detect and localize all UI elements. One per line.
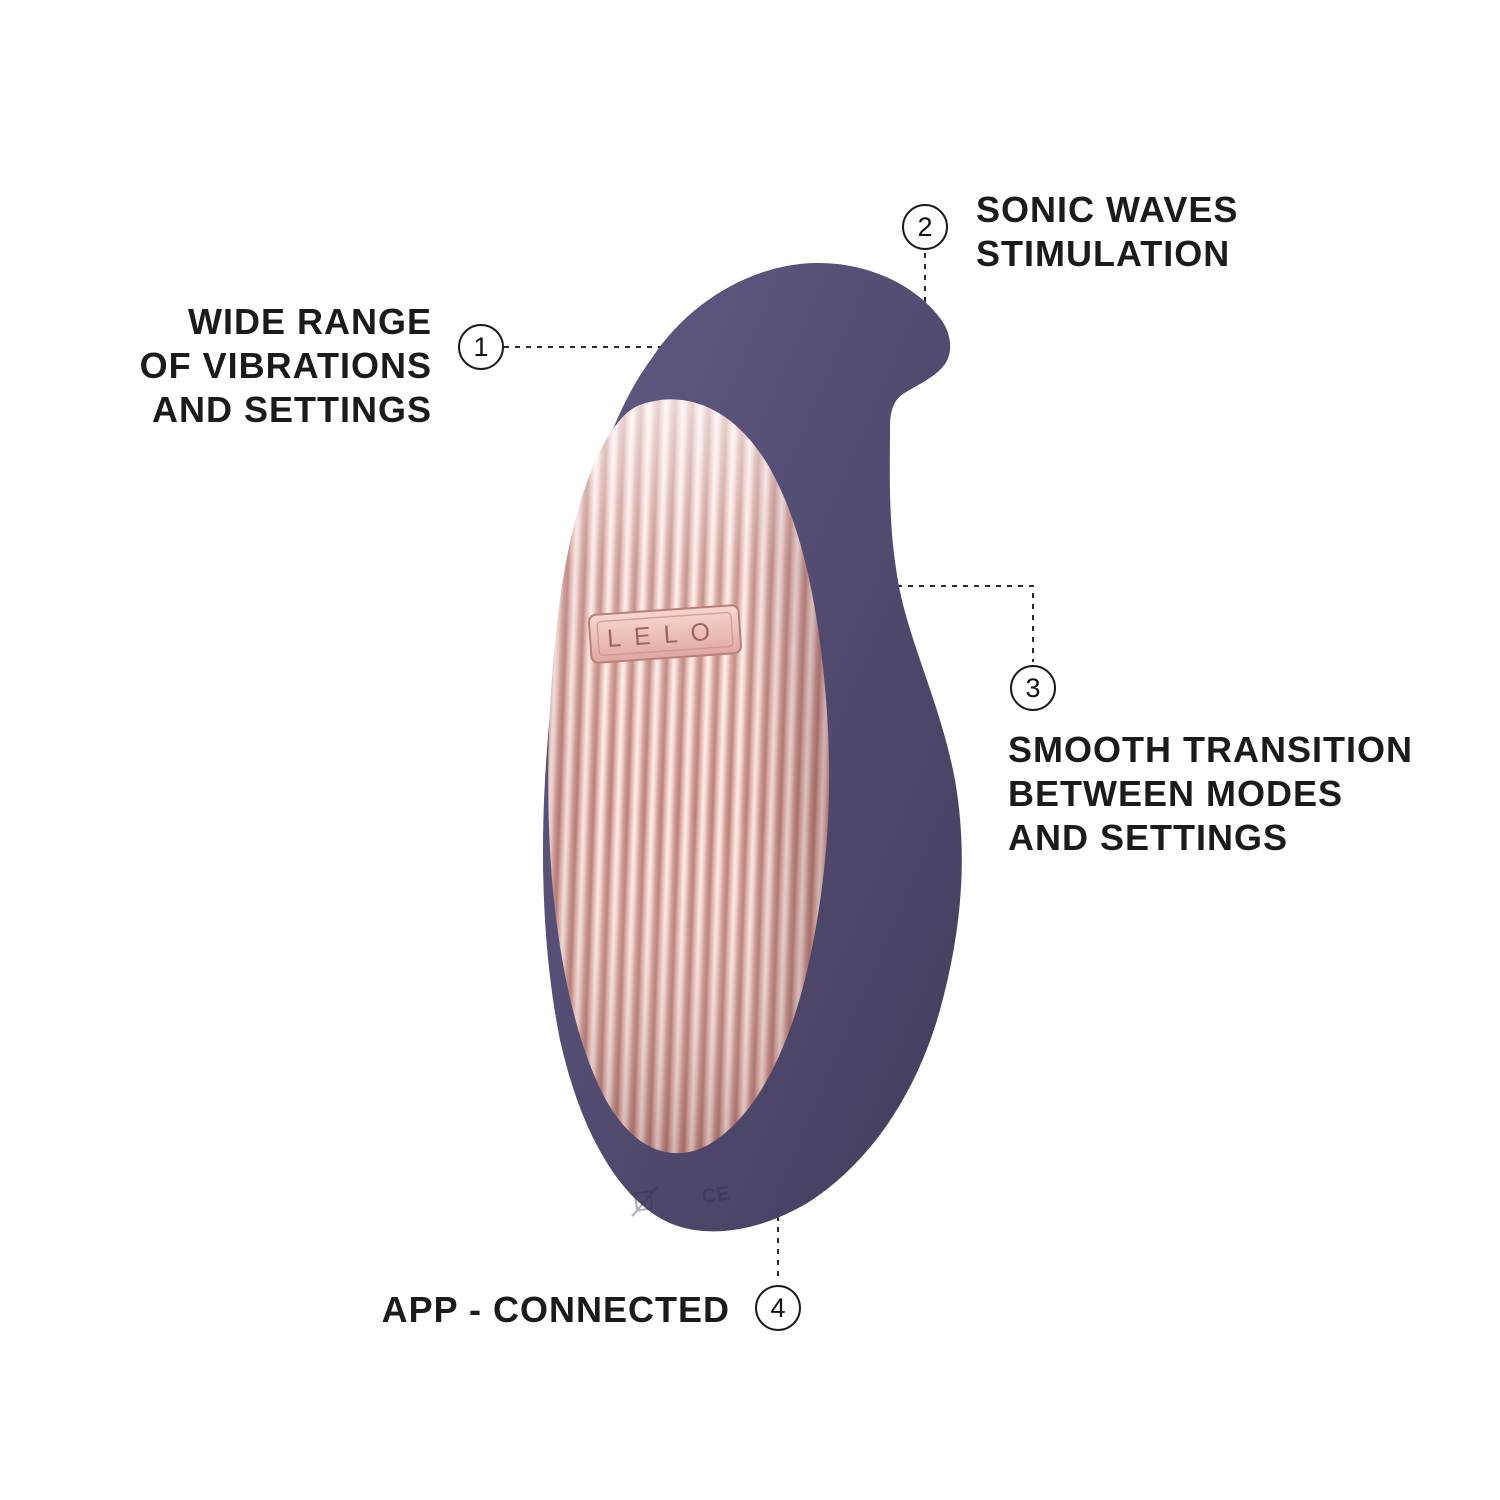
callout-number-1: 1: [458, 324, 504, 370]
regulatory-marks: CE: [630, 1183, 731, 1217]
callout-number-3: 3: [1010, 665, 1056, 711]
callout-number-2: 2: [902, 204, 948, 250]
callout-number-4: 4: [755, 1285, 801, 1331]
waste-bin-icon: [630, 1185, 659, 1217]
callout-line-3: [897, 585, 1034, 662]
device-front-face: [548, 399, 830, 1154]
face-shadow-overlay: [548, 399, 830, 1154]
callout-label-vibrations: WIDE RANGE OF VIBRATIONS AND SETTINGS: [139, 301, 432, 430]
callout-label-app-connected: APP - CONNECTED: [381, 1289, 730, 1330]
logo-plate: LELO: [587, 604, 743, 664]
ce-mark-text: CE: [700, 1183, 731, 1209]
callout-label-smooth-transition: SMOOTH TRANSITION BETWEEN MODES AND SETT…: [1008, 729, 1413, 858]
callout-label-sonic-waves: SONIC WAVES STIMULATION: [976, 189, 1239, 274]
